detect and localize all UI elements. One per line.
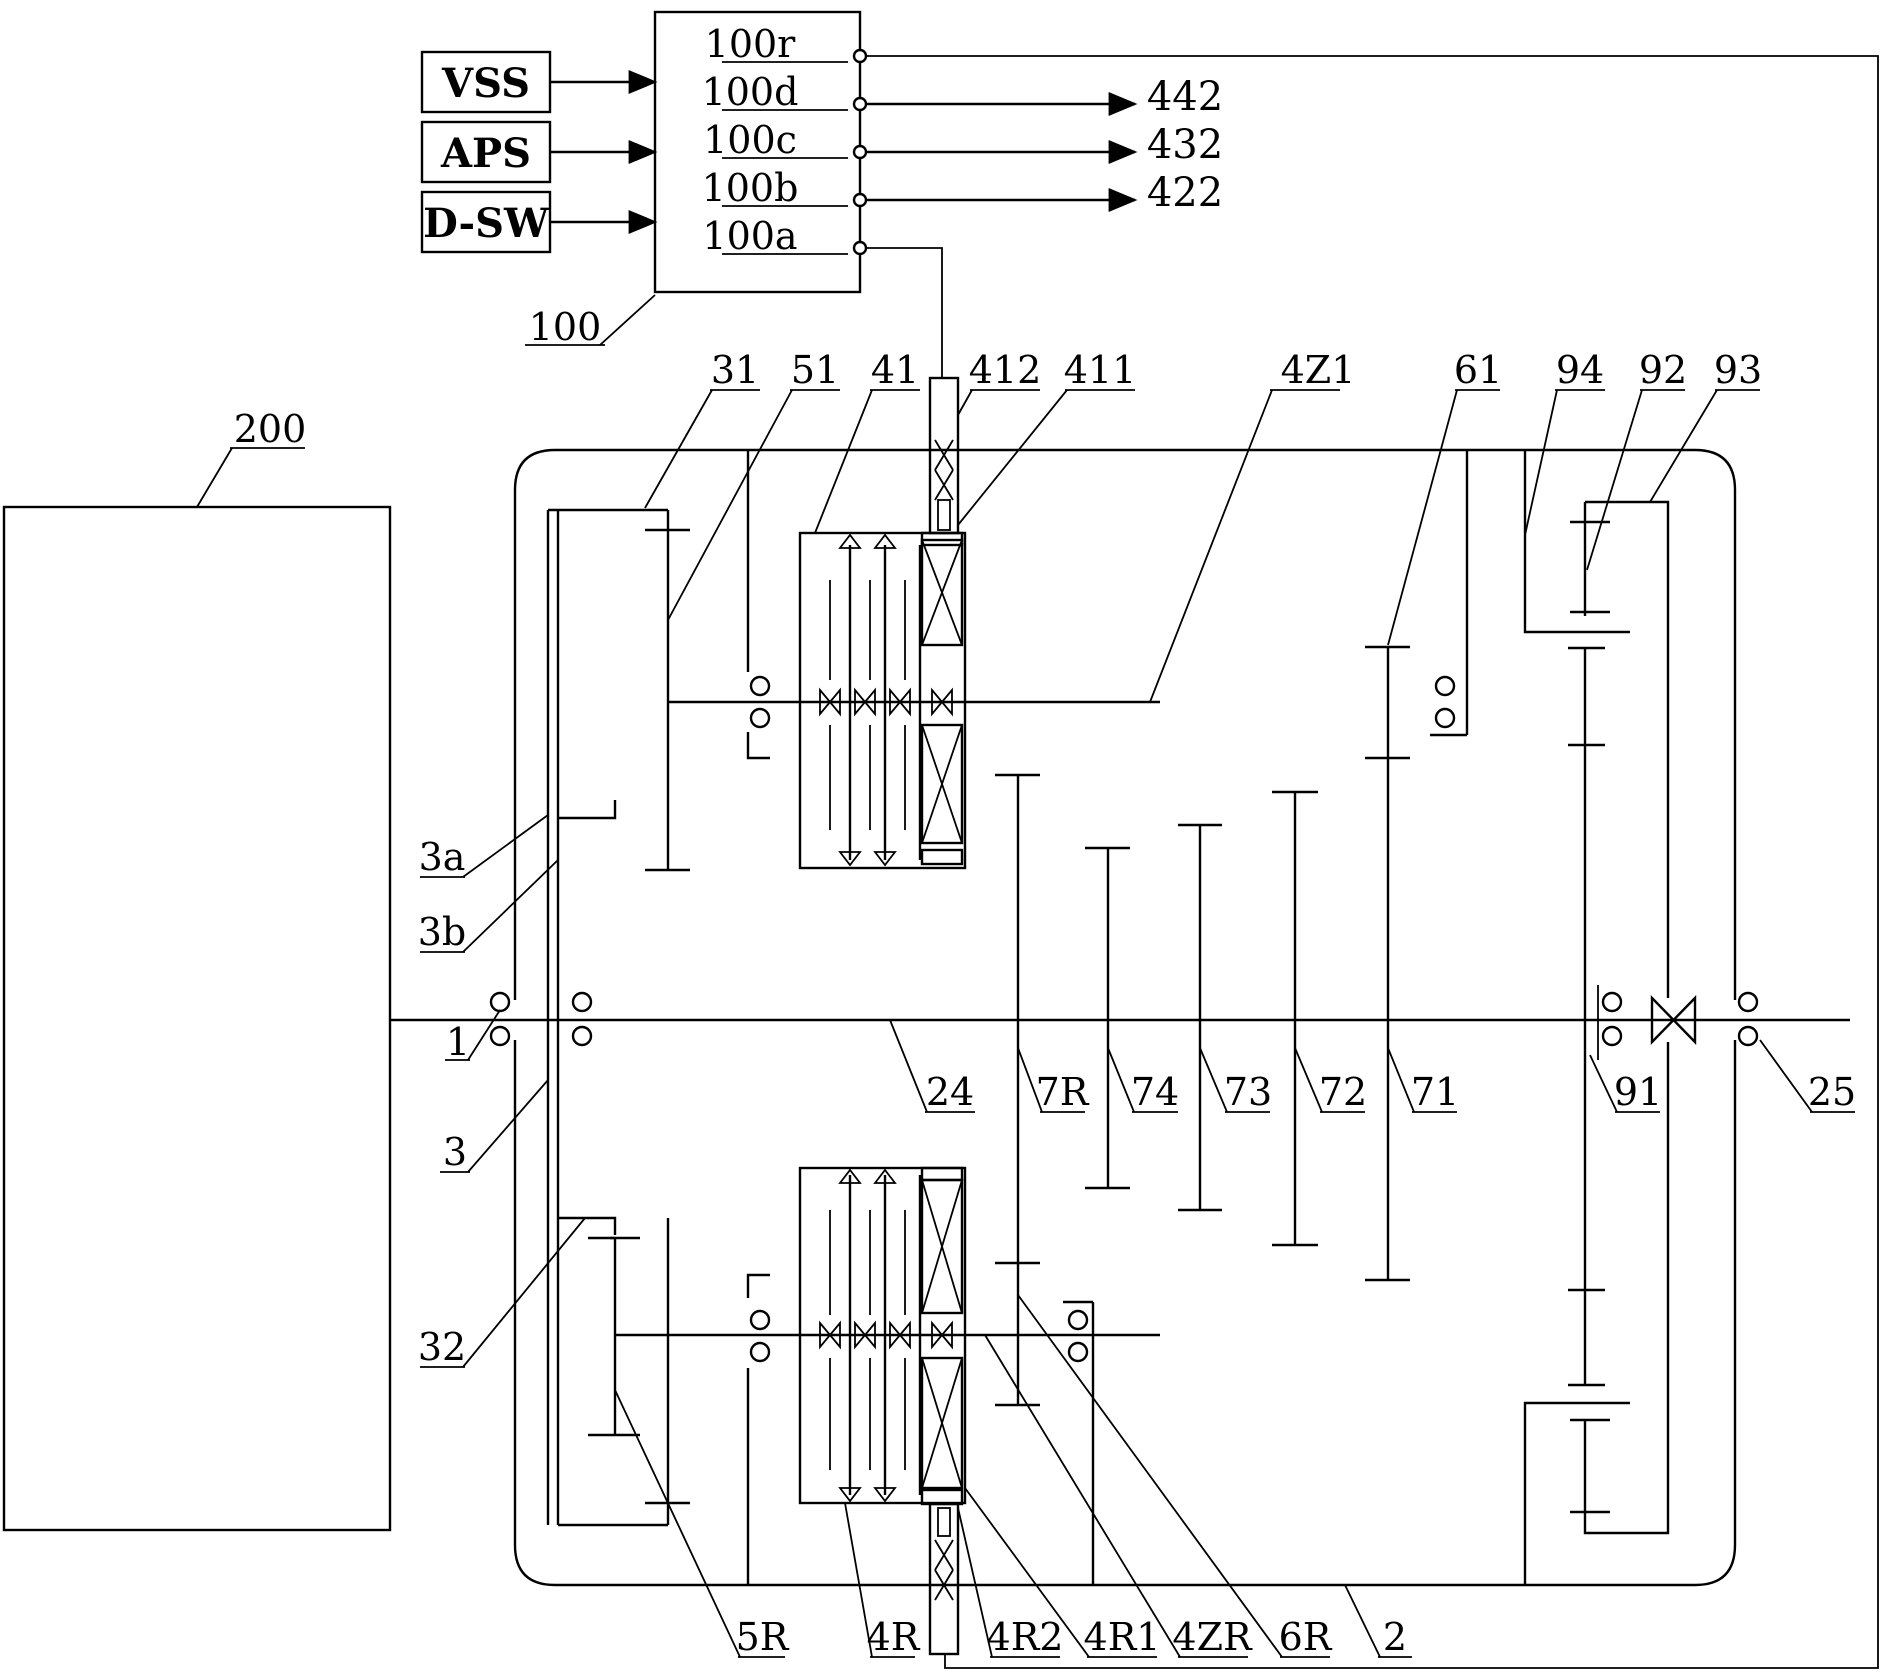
gear-5r xyxy=(588,1218,800,1525)
gear-31-51 xyxy=(645,510,800,870)
main-shaft xyxy=(390,993,1850,1045)
label-32: 32 xyxy=(418,1325,466,1369)
label-93: 93 xyxy=(1714,348,1762,392)
aps-sensor-box: APS xyxy=(422,122,655,182)
vss-sensor-box: VSS xyxy=(422,52,655,112)
part-labels: 31 51 41 412 411 4Z1 61 94 92 93 3a 3b 1… xyxy=(418,348,1856,1659)
label-3b: 3b xyxy=(418,910,467,954)
controller-ref-label: 100 xyxy=(529,305,602,349)
label-4r1: 4R1 xyxy=(1084,1615,1161,1659)
port-100d-label: 100d xyxy=(702,70,799,114)
label-1: 1 xyxy=(446,1020,470,1064)
transmission-housing xyxy=(515,450,1735,1585)
label-91: 91 xyxy=(1614,1070,1662,1114)
label-74: 74 xyxy=(1131,1070,1179,1114)
label-4z1: 4Z1 xyxy=(1281,348,1356,392)
label-2: 2 xyxy=(1383,1615,1407,1659)
label-24: 24 xyxy=(926,1070,974,1114)
port-100b-label: 100b xyxy=(702,166,799,210)
label-4zr: 4ZR xyxy=(1172,1615,1253,1659)
output-gear-train xyxy=(1525,450,1668,1585)
label-51: 51 xyxy=(791,348,839,392)
vss-label: VSS xyxy=(441,60,530,107)
output-422-label: 422 xyxy=(1147,170,1223,216)
label-4r: 4R xyxy=(867,1615,921,1659)
label-5r: 5R xyxy=(736,1615,790,1659)
label-4r2: 4R2 xyxy=(987,1615,1064,1659)
label-3a: 3a xyxy=(419,835,466,879)
dsw-sensor-box: D-SW xyxy=(422,192,655,252)
port-100r-label: 100r xyxy=(705,22,797,66)
label-412: 412 xyxy=(969,348,1042,392)
label-41: 41 xyxy=(871,348,919,392)
clutch-drum xyxy=(548,510,668,1525)
aps-label: APS xyxy=(440,130,531,177)
engine-block: 200 xyxy=(4,407,390,1530)
label-61: 61 xyxy=(1454,348,1502,392)
clutch-pack-4r xyxy=(800,1168,1160,1654)
label-92: 92 xyxy=(1639,348,1687,392)
gear-74 xyxy=(1085,848,1130,1188)
gear-71 xyxy=(1365,647,1410,1280)
clutch-pack-41 xyxy=(800,378,1160,868)
label-94: 94 xyxy=(1556,348,1604,392)
port-100c-label: 100c xyxy=(703,118,797,162)
label-72: 72 xyxy=(1319,1070,1367,1114)
label-25: 25 xyxy=(1808,1070,1856,1114)
label-31: 31 xyxy=(711,348,759,392)
controller-box: 100r 100d 100c 100b 100a 100 xyxy=(525,12,866,349)
gear-72 xyxy=(1272,792,1318,1245)
label-3: 3 xyxy=(443,1130,467,1174)
port-100a-label: 100a xyxy=(702,214,797,258)
engine-ref-label: 200 xyxy=(234,407,307,451)
label-7r: 7R xyxy=(1036,1070,1090,1114)
dsw-label: D-SW xyxy=(423,200,550,247)
label-411: 411 xyxy=(1064,348,1137,392)
label-6r: 6R xyxy=(1279,1615,1333,1659)
label-73: 73 xyxy=(1224,1070,1272,1114)
output-432-label: 432 xyxy=(1147,122,1223,168)
label-71: 71 xyxy=(1411,1070,1459,1114)
output-442-label: 442 xyxy=(1147,74,1223,120)
gear-73 xyxy=(1178,825,1222,1210)
